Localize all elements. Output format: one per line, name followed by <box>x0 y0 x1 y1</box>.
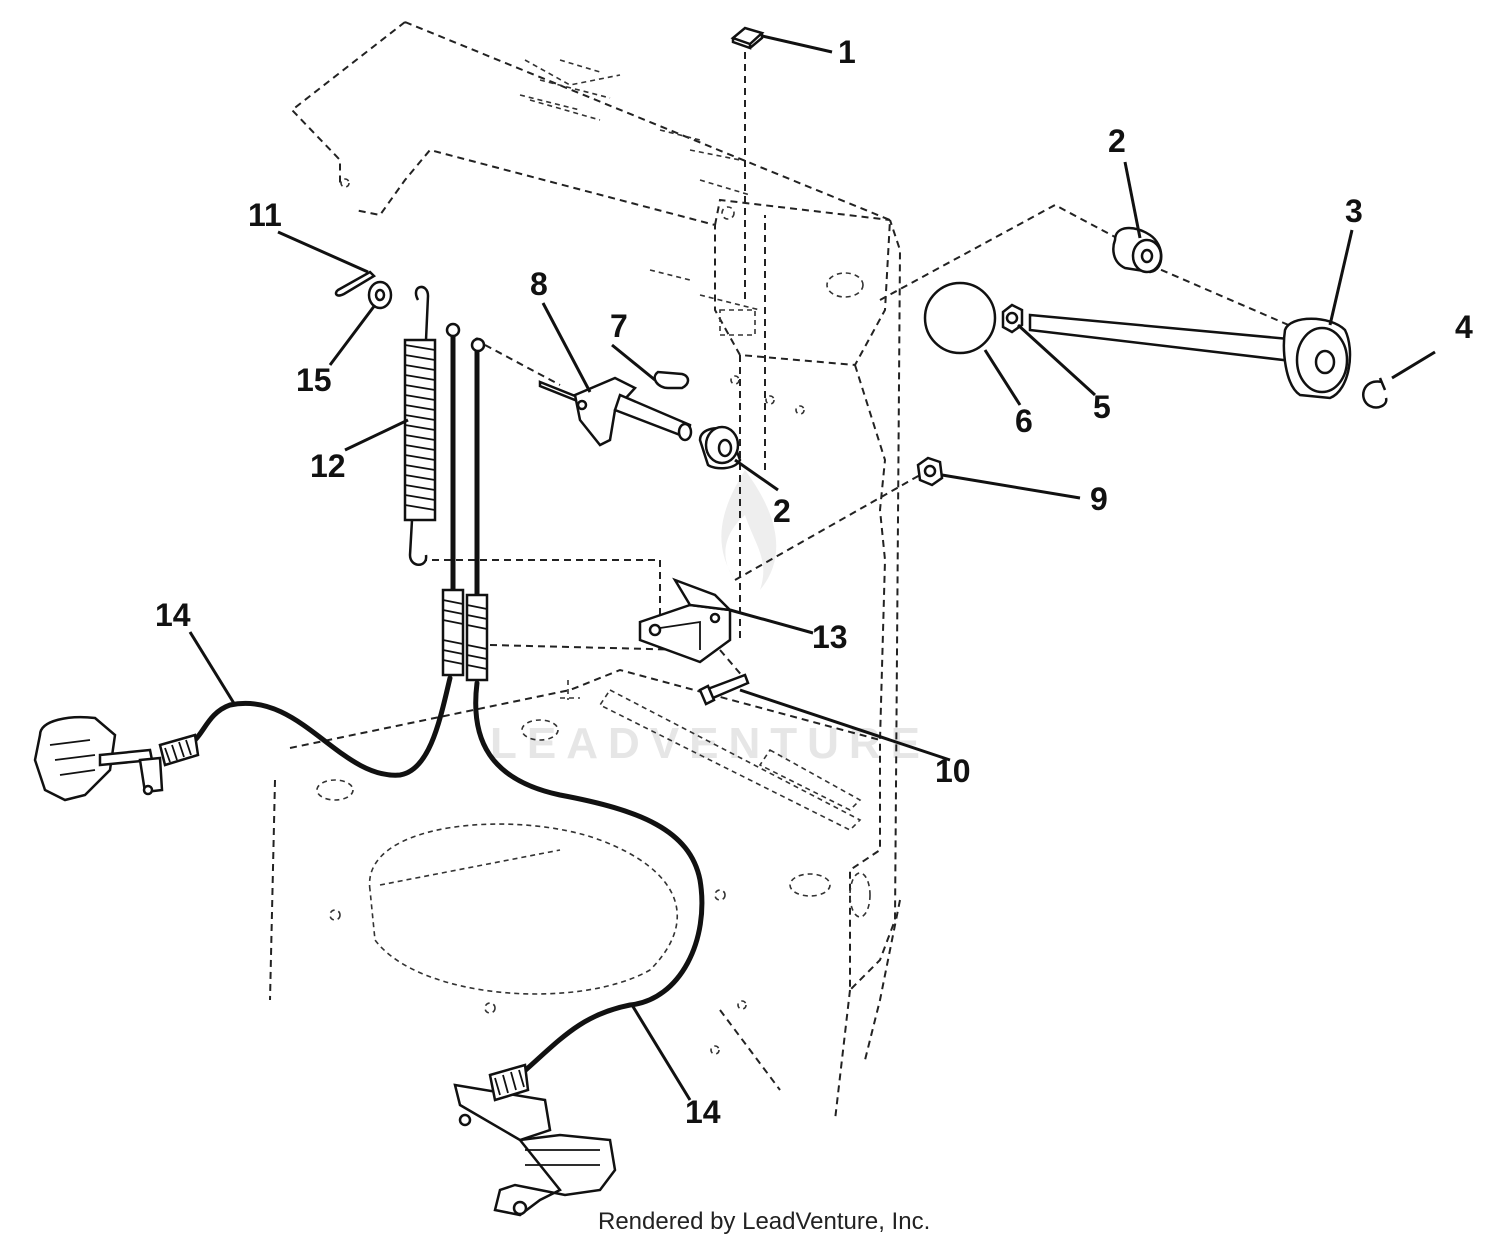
part-9-nut <box>916 456 944 487</box>
callout-7: 7 <box>610 308 628 344</box>
callout-15: 15 <box>296 362 332 398</box>
callout-6: 6 <box>1015 403 1033 439</box>
part-11-cotter-pin <box>334 270 377 297</box>
callout-5: 5 <box>1093 389 1111 425</box>
callout-8: 8 <box>530 266 548 302</box>
part-14-cables <box>192 322 705 1078</box>
callout-3: 3 <box>1345 193 1363 229</box>
part-13-bracket <box>638 577 734 664</box>
part-10-bolt <box>698 673 750 706</box>
callout-1: 1 <box>838 34 856 70</box>
part-12-spring <box>403 285 437 566</box>
callout-10: 10 <box>935 753 971 789</box>
callout-2-lower: 2 <box>773 493 791 529</box>
part-2-bushing-lower <box>698 425 742 470</box>
leader-lines <box>188 34 1436 1101</box>
callout-4: 4 <box>1455 309 1473 345</box>
part-7-clip <box>653 370 690 390</box>
callout-labels: 1 2 3 4 5 6 7 8 2 9 10 11 12 13 14 14 15 <box>155 34 1473 1130</box>
part-4-retaining-ring <box>1362 377 1388 409</box>
part-8-pivot-bracket <box>538 376 693 447</box>
callout-11: 11 <box>248 197 282 233</box>
callout-14-left: 14 <box>155 597 191 633</box>
part-2-bushing-upper <box>1112 226 1163 274</box>
callout-9: 9 <box>1090 481 1108 517</box>
callout-12: 12 <box>310 448 346 484</box>
part-6-knob <box>923 281 997 355</box>
callout-2-upper: 2 <box>1108 123 1126 159</box>
caliper-left <box>33 715 200 802</box>
part-15-washer <box>367 280 393 310</box>
frame-panel <box>269 21 902 1121</box>
watermark-flame-icon <box>721 470 777 590</box>
footer-credit: Rendered by LeadVenture, Inc. <box>598 1208 930 1235</box>
assembly-lines <box>420 40 1301 686</box>
part-3-lever-handle <box>1028 313 1352 400</box>
callout-13: 13 <box>812 619 848 655</box>
part-5-hex-nut <box>1001 303 1024 334</box>
caliper-bottom <box>453 1063 617 1217</box>
part-1-square-nut <box>730 26 765 50</box>
callout-14-bottom: 14 <box>685 1094 721 1130</box>
